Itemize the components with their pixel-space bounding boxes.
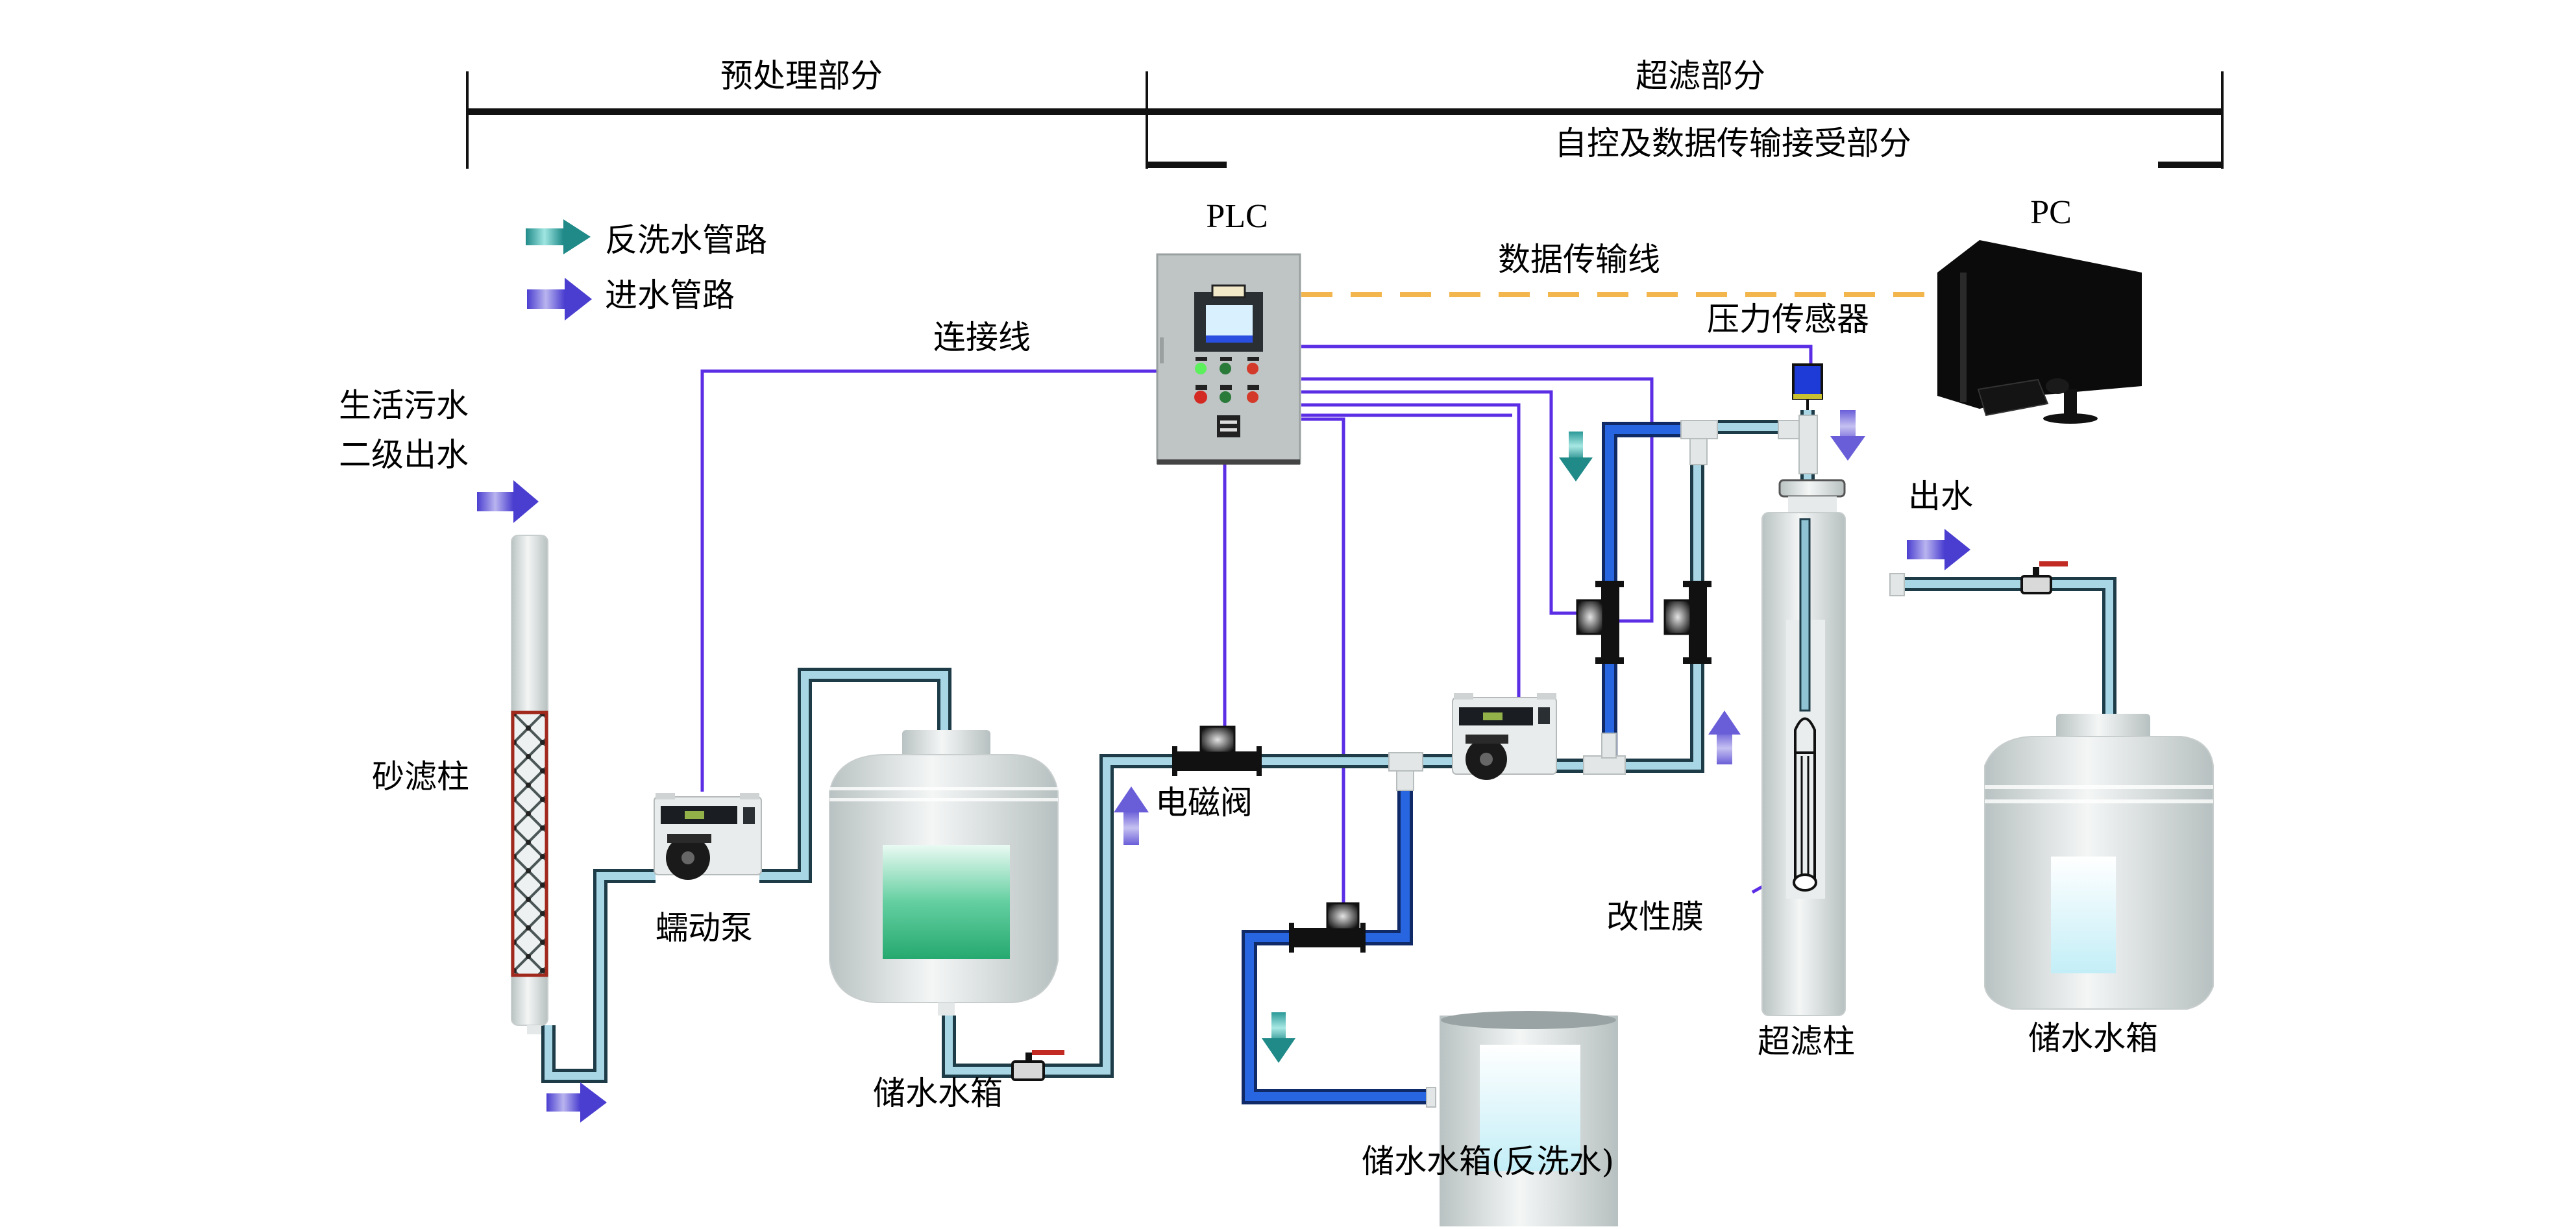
peristaltic-pump-2-icon — [1452, 693, 1557, 780]
source-water-label-line1: 生活污水 — [339, 387, 469, 424]
backwash-legend-arrow-icon — [526, 219, 591, 254]
solenoid-valve-main-icon — [1172, 725, 1262, 776]
pressure-sensor-icon — [1792, 363, 1823, 410]
ultrafiltration-column — [1761, 479, 1846, 1016]
valve-upflow-arrow-icon — [1114, 786, 1149, 845]
inlet-legend-arrow-icon — [527, 278, 592, 321]
inflow-arrow-icon — [477, 480, 539, 523]
uf-column-label: 超滤柱 — [1758, 1023, 1855, 1060]
backwash-downflow-arrow-b-icon — [1262, 1012, 1295, 1063]
backwash-downflow-arrow-a-icon — [1559, 432, 1593, 481]
solenoid-valve-backwash-icon — [1289, 902, 1366, 953]
pc-computer-icon — [1937, 240, 2142, 424]
plc-indicator-lights — [1194, 357, 1259, 404]
ball-valve-2-icon — [2020, 561, 2068, 594]
control-wires — [700, 345, 1813, 910]
storage-tank-1 — [829, 730, 1059, 1016]
ball-valve-1-icon — [1011, 1050, 1064, 1081]
section-ultrafiltration-label: 超滤部分 — [1636, 57, 1765, 95]
pipe-fittings — [1388, 415, 1905, 1108]
inlet-pipes — [541, 410, 2116, 1083]
legend-inlet-label: 进水管路 — [605, 276, 735, 314]
solenoid-valve-uf-a-icon — [1576, 581, 1624, 664]
pc-label: PC — [2030, 194, 2072, 231]
uf-upflow-arrow-icon — [1708, 711, 1741, 764]
solenoid-valve-label: 电磁阀 — [1155, 784, 1253, 821]
outlet-arrow-icon — [1907, 529, 1970, 570]
data-line-label: 数据传输线 — [1498, 241, 1660, 278]
backwash-tank-label: 储水水箱(反洗水) — [1362, 1143, 1615, 1180]
storage-tank-2-label: 储水水箱 — [2028, 1019, 2158, 1057]
section-control-data-label: 自控及数据传输接受部分 — [1554, 125, 1911, 162]
peristaltic-pump-label: 蠕动泵 — [656, 909, 753, 947]
peristaltic-pump-1-icon — [654, 793, 762, 880]
section-pretreatment-label: 预处理部分 — [720, 57, 883, 95]
plc-cabinet — [1156, 253, 1301, 465]
legend-backwash-label: 反洗水管路 — [605, 221, 767, 259]
backwash-storage-tank — [1440, 1011, 1618, 1229]
sand-filter-column — [511, 535, 548, 1034]
storage-tank-1-label: 储水水箱 — [873, 1075, 1003, 1112]
plc-label: PLC — [1206, 198, 1268, 235]
sand-filter-label: 砂滤柱 — [372, 758, 469, 796]
source-water-label-line2: 二级出水 — [339, 436, 469, 474]
pressure-sensor-label: 压力传感器 — [1707, 300, 1869, 338]
outlet-label: 出水 — [1908, 478, 1973, 515]
modified-membrane-label: 改性膜 — [1606, 898, 1704, 936]
solenoid-valve-uf-b-icon — [1663, 581, 1711, 664]
storage-tank-2 — [1984, 714, 2214, 1010]
connect-line-label: 连接线 — [933, 319, 1031, 356]
sand-filter-outflow-arrow-icon — [546, 1082, 607, 1123]
uf-downflow-arrow-icon — [1830, 410, 1865, 461]
section-brackets — [466, 71, 2224, 169]
